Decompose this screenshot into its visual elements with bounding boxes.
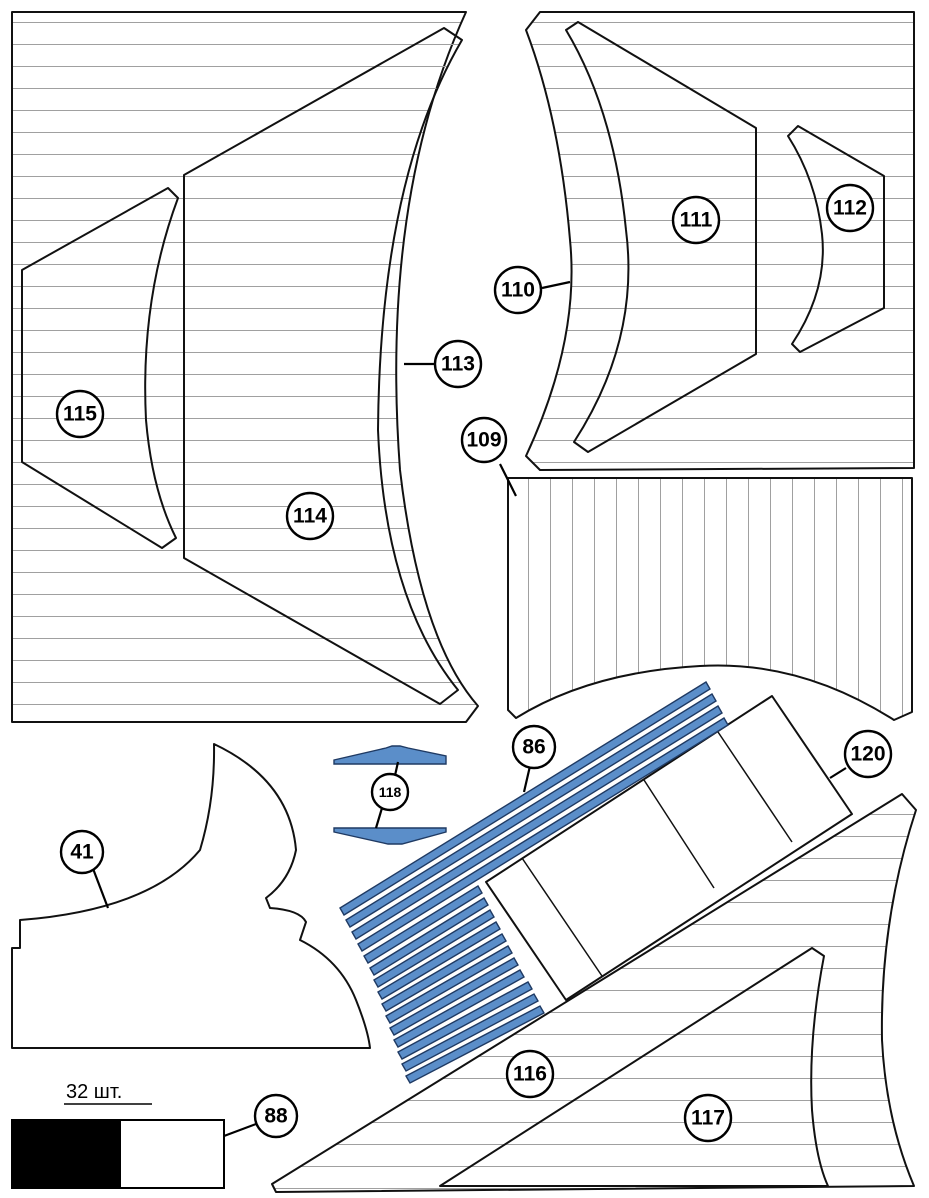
strip-short-3 (373, 909, 495, 988)
label-115: 115 (55, 389, 105, 439)
part-109 (507, 477, 913, 721)
svg-text:114: 114 (293, 505, 327, 528)
strip-long-2 (345, 693, 717, 928)
svg-text:109: 109 (466, 429, 501, 452)
count-note: 32 шт. (66, 1081, 122, 1103)
svg-text:88: 88 (264, 1105, 288, 1128)
strip-short-11 (405, 1005, 545, 1084)
svg-text:118: 118 (379, 784, 402, 800)
strip-short-5 (381, 933, 507, 1012)
part-120-fold-1 (521, 857, 603, 977)
leader-110 (541, 280, 571, 290)
part-88-black (11, 1119, 121, 1189)
leader-86 (522, 765, 532, 793)
part-41 (11, 743, 371, 1049)
label-86: 86 (511, 724, 557, 770)
strip-short-4 (377, 921, 501, 1000)
part-86-strips (339, 681, 729, 1084)
svg-text:112: 112 (833, 197, 867, 220)
svg-text:116: 116 (513, 1063, 547, 1086)
part-115 (21, 187, 179, 549)
label-110: 110 (493, 265, 543, 315)
part-117 (439, 947, 829, 1187)
part-118-bottom (333, 827, 447, 845)
part-120-fold-2 (643, 779, 715, 889)
strip-long-4 (357, 717, 729, 952)
svg-text:86: 86 (522, 736, 545, 759)
part-112 (787, 125, 885, 353)
leader-88 (223, 1122, 257, 1138)
svg-text:110: 110 (501, 279, 535, 302)
part-114 (183, 27, 463, 705)
svg-text:120: 120 (850, 743, 885, 766)
label-118: 118 (370, 772, 410, 812)
leader-41 (90, 865, 110, 909)
strip-short-10 (401, 993, 539, 1072)
label-112: 112 (825, 183, 875, 233)
label-41: 41 (59, 829, 105, 875)
strip-short-2 (369, 897, 489, 976)
label-114: 114 (285, 491, 335, 541)
part-120-fold-3 (717, 731, 793, 843)
strip-short-9 (397, 981, 533, 1060)
svg-text:111: 111 (680, 209, 713, 232)
label-111: 111 (671, 195, 721, 245)
label-117: 117 (683, 1093, 733, 1143)
leader-109 (499, 463, 517, 497)
label-109: 109 (460, 416, 508, 464)
part-88-white (119, 1119, 225, 1189)
label-113: 113 (433, 339, 483, 389)
label-116: 116 (505, 1049, 555, 1099)
svg-text:41: 41 (70, 841, 94, 864)
strip-short-8 (393, 969, 525, 1048)
leader-lines (90, 280, 847, 1138)
svg-text:117: 117 (691, 1107, 725, 1130)
leader-118-bottom (374, 807, 384, 829)
part-111 (565, 21, 757, 453)
part-120 (485, 695, 853, 1001)
strip-short-1 (363, 885, 483, 964)
strip-short-7 (389, 957, 519, 1036)
strip-short-6 (385, 945, 513, 1024)
strip-long-3 (351, 705, 723, 940)
label-120: 120 (843, 729, 893, 779)
part-118-top (333, 745, 447, 765)
svg-text:115: 115 (63, 403, 97, 426)
strip-long-1 (339, 681, 711, 916)
svg-text:113: 113 (441, 353, 475, 376)
part-labels: 41 86 88 109 110 111 112 113 (55, 183, 893, 1143)
label-88: 88 (253, 1093, 299, 1139)
leader-120 (829, 767, 847, 779)
